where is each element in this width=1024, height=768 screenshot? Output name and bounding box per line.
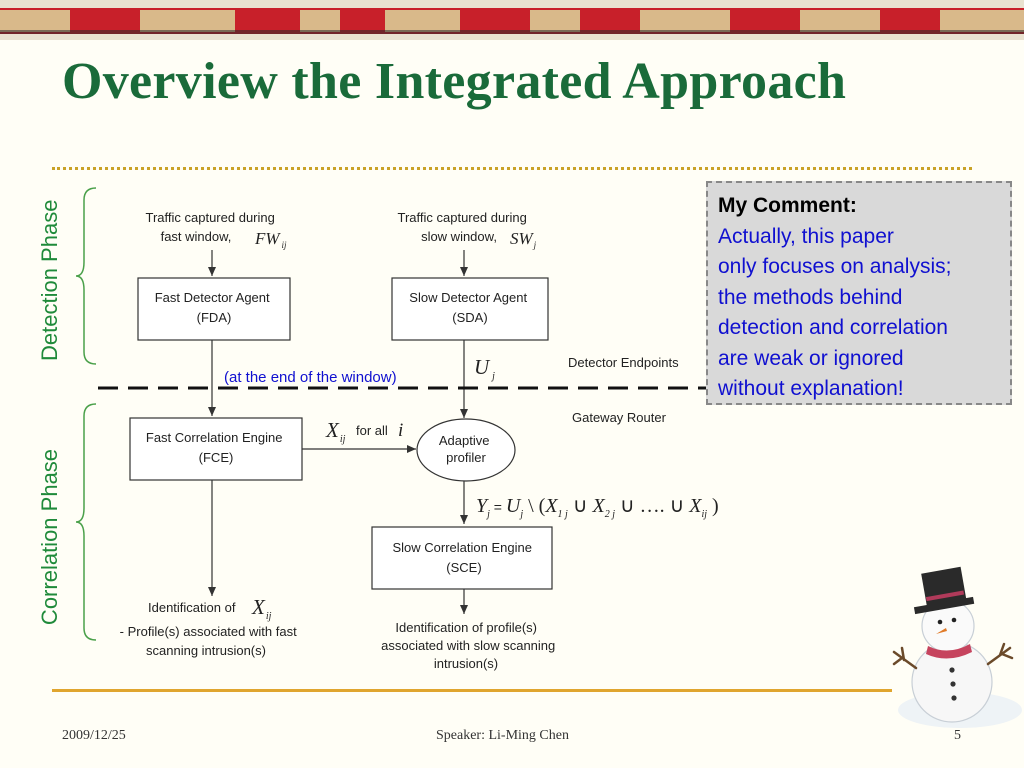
detection-brace bbox=[75, 187, 97, 365]
comment-line: detection and correlation bbox=[718, 316, 948, 339]
fast-identification-label: Identification of bbox=[148, 600, 236, 615]
xij-symbol: Xij bbox=[325, 418, 346, 445]
comment-callout: My Comment: Actually, this paper only fo… bbox=[706, 181, 1012, 405]
footer-page-number: 5 bbox=[954, 728, 961, 743]
end-of-window-note: (at the end of the window) bbox=[224, 369, 397, 386]
fda-box bbox=[137, 277, 291, 341]
slide-title: Overview the Integrated Approach bbox=[62, 53, 847, 110]
gateway-router-label: Gateway Router bbox=[572, 410, 667, 425]
fast-identification-detail: - Profile(s) associated with fast scanni… bbox=[120, 624, 301, 658]
footer-date: 2009/12/25 bbox=[62, 728, 126, 743]
snowman-illustration bbox=[892, 566, 1022, 728]
fast-traffic-label: Traffic captured during fast window, bbox=[146, 210, 279, 244]
sda-box bbox=[391, 277, 549, 341]
fce-label: Fast Correlation Engine (FCE) bbox=[146, 430, 286, 465]
profiler-label: Adaptive profiler bbox=[439, 433, 493, 465]
footer-speaker: Speaker: Li-Ming Chen bbox=[436, 728, 569, 743]
for-all-label: for all bbox=[356, 423, 388, 438]
sce-label: Slow Correlation Engine (SCE) bbox=[392, 540, 535, 575]
fce-box bbox=[129, 417, 303, 481]
adaptive-profiler-node bbox=[416, 418, 516, 482]
footer-divider bbox=[52, 689, 892, 692]
i-symbol: i bbox=[398, 420, 403, 441]
detector-endpoints-label: Detector Endpoints bbox=[568, 355, 679, 370]
yj-formula: Yj = Uj \ (X1 j ∪ X2 j ∪ …. ∪ Xij ) bbox=[476, 495, 719, 520]
fda-label: Fast Detector Agent (FDA) bbox=[155, 290, 274, 325]
comment-line: Actually, this paper bbox=[718, 224, 894, 248]
sce-box bbox=[371, 526, 553, 590]
sw-symbol: SWj bbox=[510, 229, 537, 250]
comment-heading: My Comment: bbox=[718, 194, 857, 217]
fast-identification-symbol: Xij bbox=[251, 595, 272, 622]
comment-line: are weak or ignored bbox=[718, 346, 904, 370]
correlation-brace bbox=[75, 403, 97, 641]
decorative-banner bbox=[0, 0, 1024, 40]
slow-traffic-label: Traffic captured during slow window, bbox=[398, 210, 531, 244]
comment-line: without explanation! bbox=[718, 377, 904, 400]
title-divider bbox=[52, 167, 972, 170]
comment-line: only focuses on analysis; bbox=[718, 255, 952, 278]
slow-identification-label: Identification of profile(s) associated … bbox=[381, 620, 559, 671]
sda-label: Slow Detector Agent (SDA) bbox=[409, 290, 530, 325]
comment-line: the methods behind bbox=[718, 285, 903, 309]
